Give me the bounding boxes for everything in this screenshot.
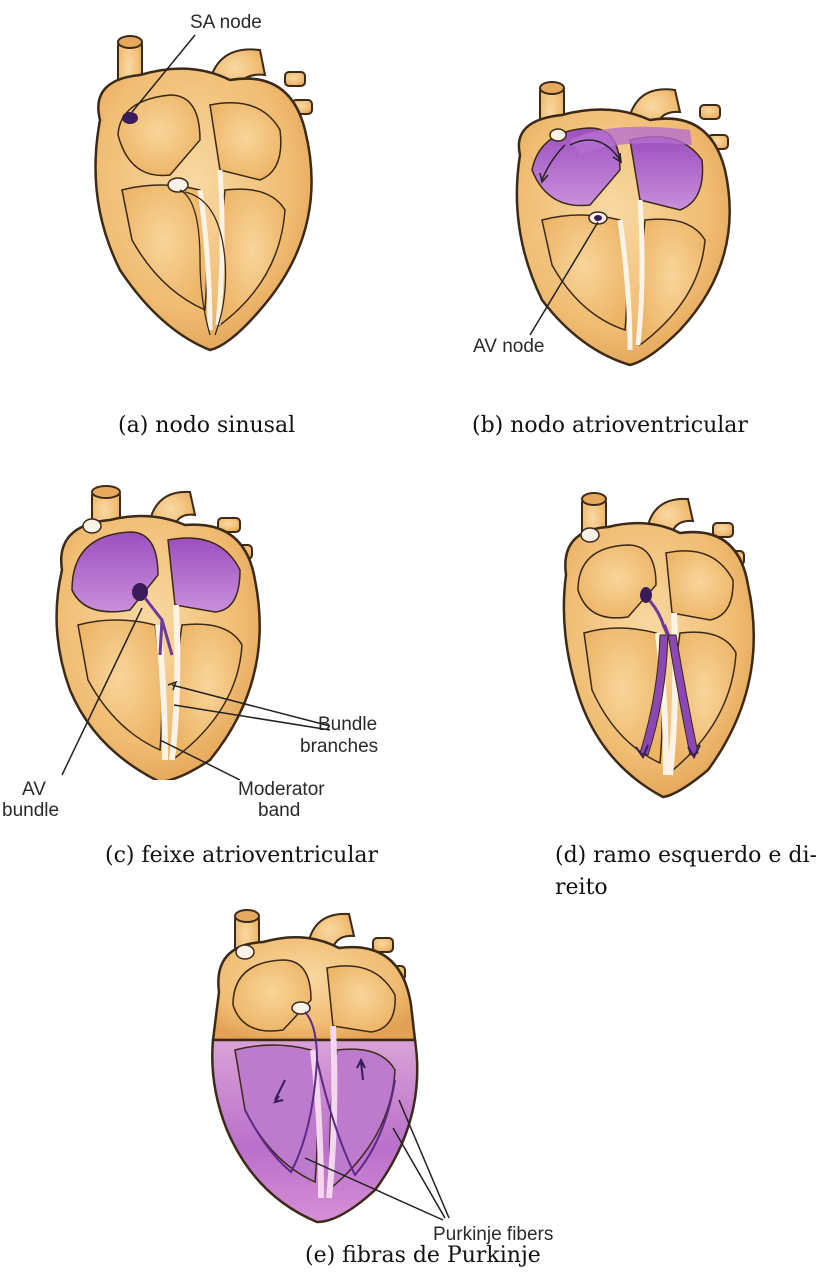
panel-a-sa-node: SA node [60,0,380,380]
av-bundle-label-line1: AV [22,779,46,800]
av-node-marker [594,215,602,221]
heart-illustration-d [548,485,818,805]
panel-d-bundle-branches [548,485,818,805]
panel-c-av-bundle: Bundle branches AV bundle Moderator band [0,480,420,780]
heart-illustration-b: AV node [470,60,810,380]
caption-e: (e) fibras de Purkinje [305,1240,541,1272]
sa-node-marker [122,112,138,124]
panel-c-lower-labels: AV bundle Moderator band [0,480,420,780]
sa-node-label: SA node [190,12,262,33]
moderator-band-label-line2: band [258,800,300,821]
caption-a: (a) nodo sinusal [118,410,295,442]
left-atrium-depolarized [630,137,703,210]
av-node-label: AV node [473,336,544,357]
heart-illustration-e [205,900,625,1230]
moderator-band-label-line1: Moderator [238,779,325,800]
heart-illustration-a: SA node [60,0,380,380]
panel-e-purkinje [205,900,625,1230]
caption-b: (b) nodo atrioventricular [472,410,748,442]
av-node-marker [640,587,652,603]
caption-c: (c) feixe atrioventricular [105,840,378,872]
av-bundle-label-line2: bundle [2,800,59,821]
panel-b-av-node: AV node [470,60,810,380]
caption-d-line1: (d) ramo esquerdo e di- [555,840,817,872]
